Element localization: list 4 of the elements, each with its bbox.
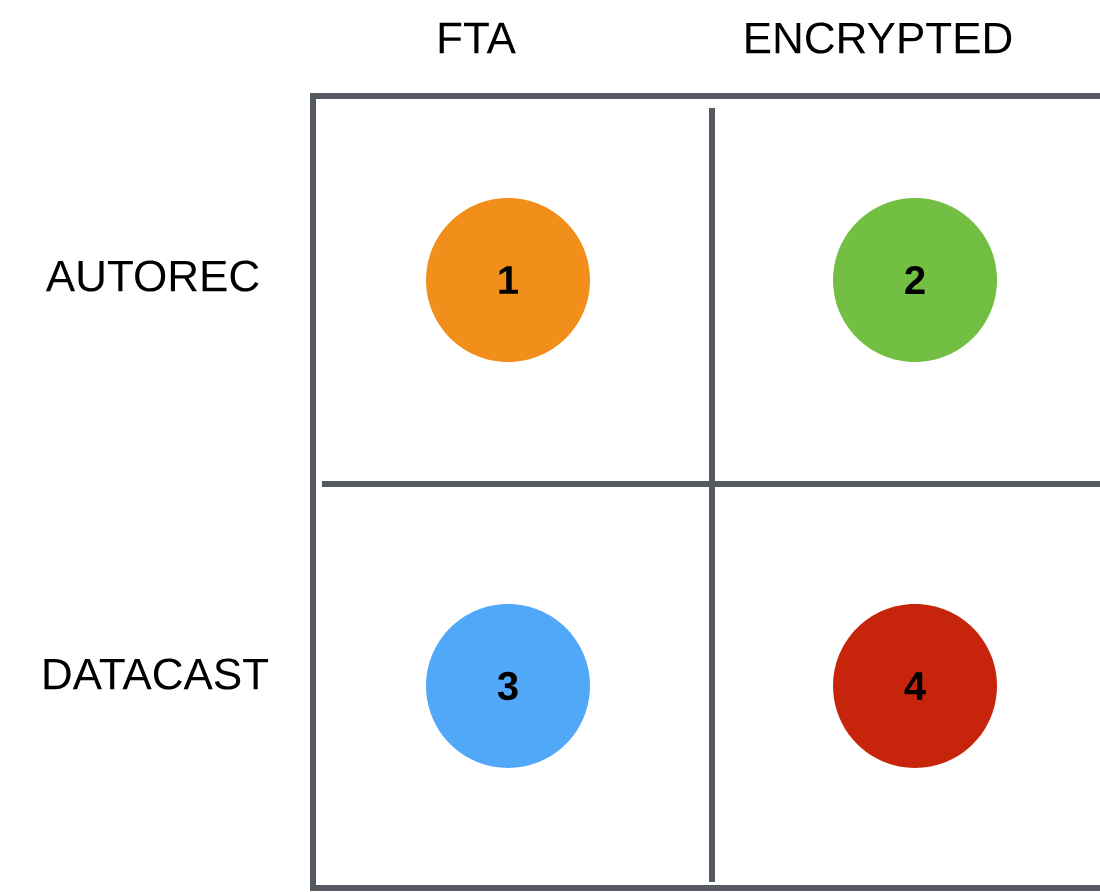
row-header: DATACAST — [44, 658, 269, 690]
column-header: FTA — [439, 22, 516, 54]
row-header: AUTOREC — [45, 260, 259, 292]
column-header: ENCRYPTED — [746, 22, 1012, 54]
